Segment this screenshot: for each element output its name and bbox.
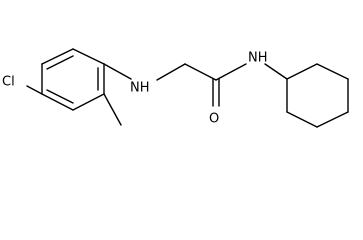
chemical-structure-diagram: Cl NH O NH [2,48,349,128]
ring-bond-5 [41,93,74,111]
ring-bond-2 [72,48,105,65]
ring-double-bond-inner-1 [46,55,74,70]
ring-bond-4 [72,93,105,111]
amine-ch2-bond [156,63,186,81]
methyl-bond [103,93,122,126]
cyclohexyl-bond-1 [286,63,318,80]
chlorine-label: Cl [2,75,15,90]
carbonyl-oxygen-label: O [209,112,219,127]
chloro-bond [26,85,43,95]
ring-bond-1 [41,48,74,65]
ring-double-bond-inner-3 [46,89,74,104]
amine-nh-label: NH [130,81,150,96]
carbonyl-amide-n-bond [215,63,247,81]
ch2-carbonyl-bond [184,63,217,81]
cyclohexyl-bond-5 [286,111,318,128]
cyclohexyl-bond-4 [316,111,349,128]
chlorophenyl-ring [41,48,105,111]
amide-n-cyclohexyl-bond [264,63,288,80]
aryl-amine-bond [103,63,132,80]
cyclohexyl-ring [286,63,349,128]
cyclohexyl-bond-2 [316,63,349,80]
amide-nh-label: NH [248,51,268,66]
